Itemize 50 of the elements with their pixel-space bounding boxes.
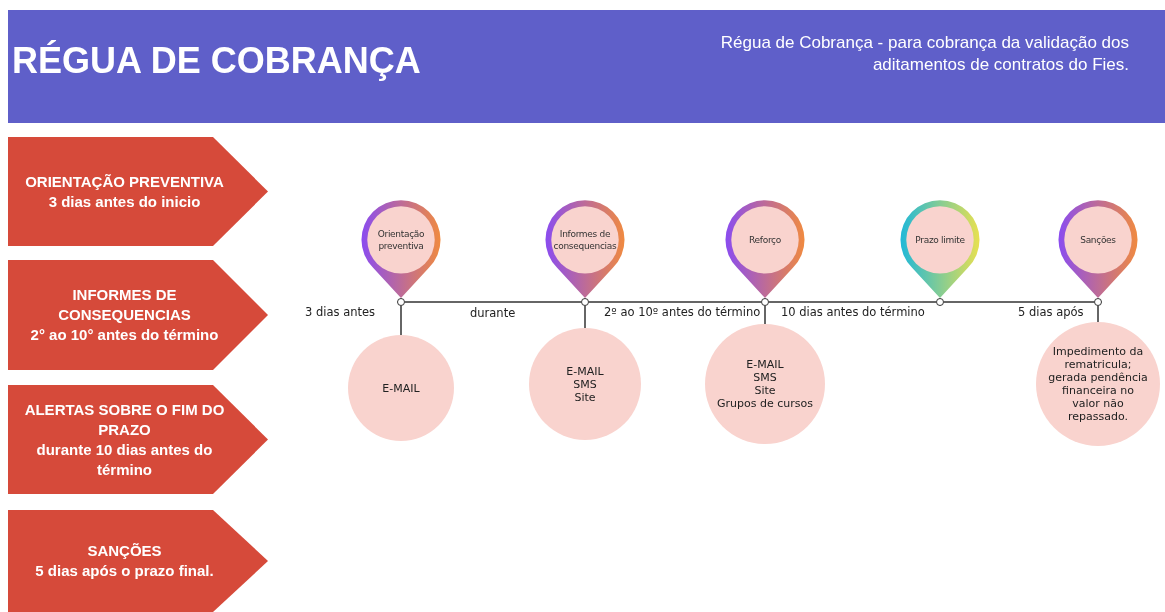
- banner-text: 3 dias antes do inicio: [47, 191, 202, 212]
- timeline-line: [943, 301, 1095, 303]
- channel-text: Impedimento da rematricula; gerada pendência financeira no valor não repassado.: [1048, 345, 1148, 423]
- map-pin-marker: [1056, 198, 1140, 298]
- map-pin-marker: [723, 198, 807, 298]
- channel-text: Site: [574, 390, 596, 404]
- banner-text: 2° ao 10° antes do término: [29, 325, 220, 345]
- timeline-label: 10 dias antes do término: [781, 305, 925, 319]
- subtitle-text: Régua de Cobrança - para cobrança da validação dos aditamentos de contratos do Fies.: [719, 32, 1129, 76]
- channel-text: SMS: [753, 371, 777, 384]
- chevron-arrow-banner: [8, 385, 268, 494]
- timeline-label: durante: [470, 306, 516, 320]
- timeline-dot: [397, 298, 405, 306]
- channel-text: SMS: [573, 377, 597, 391]
- banner-text: 5 dias após o prazo final.: [34, 561, 215, 581]
- map-pin-marker: [359, 198, 443, 298]
- timeline-label: 3 dias antes: [305, 305, 376, 319]
- pin-label: Informes de consequencias: [552, 228, 618, 253]
- connector-line: [1097, 305, 1099, 323]
- channel-text: E-MAIL: [746, 358, 784, 371]
- timeline-line: [588, 301, 762, 303]
- connector-line: [584, 305, 586, 329]
- banner-heading: SANÇÕES: [86, 541, 163, 561]
- timeline-dot: [581, 298, 589, 306]
- timeline-label: 2º ao 10º antes do término: [604, 305, 761, 319]
- chevron-arrow-banner: [8, 510, 268, 612]
- timeline-dot: [761, 298, 769, 306]
- banner-heading: ORIENTAÇÃO PREVENTIVA: [24, 171, 225, 192]
- pin-label: Prazo limite: [914, 234, 966, 247]
- connector-line: [764, 305, 766, 325]
- page-title: RÉGUA DE COBRANÇA: [12, 40, 421, 82]
- timeline-dot: [936, 298, 944, 306]
- channel-text: Site: [754, 384, 776, 397]
- banner-heading: INFORMES DE CONSEQUENCIAS: [57, 285, 192, 325]
- channel-text: E-MAIL: [382, 381, 420, 395]
- pin-label: Orientação preventiva: [376, 228, 426, 253]
- timeline-line: [768, 301, 937, 303]
- connector-line: [400, 305, 402, 336]
- map-pin-marker: [898, 198, 982, 298]
- pin-label: Sanções: [1079, 234, 1117, 247]
- timeline-line: [404, 301, 582, 303]
- channel-text: Grupos de cursos: [717, 397, 813, 410]
- chevron-arrow-banner: [8, 137, 268, 246]
- pin-label: Reforço: [748, 234, 782, 247]
- banner-text: durante 10 dias antes do término: [35, 439, 214, 480]
- map-pin-marker: [543, 198, 627, 298]
- timeline-dot: [1094, 298, 1102, 306]
- channel-text: E-MAIL: [566, 364, 604, 378]
- chevron-arrow-banner: [8, 260, 268, 370]
- timeline-label: 5 dias após: [1018, 305, 1084, 319]
